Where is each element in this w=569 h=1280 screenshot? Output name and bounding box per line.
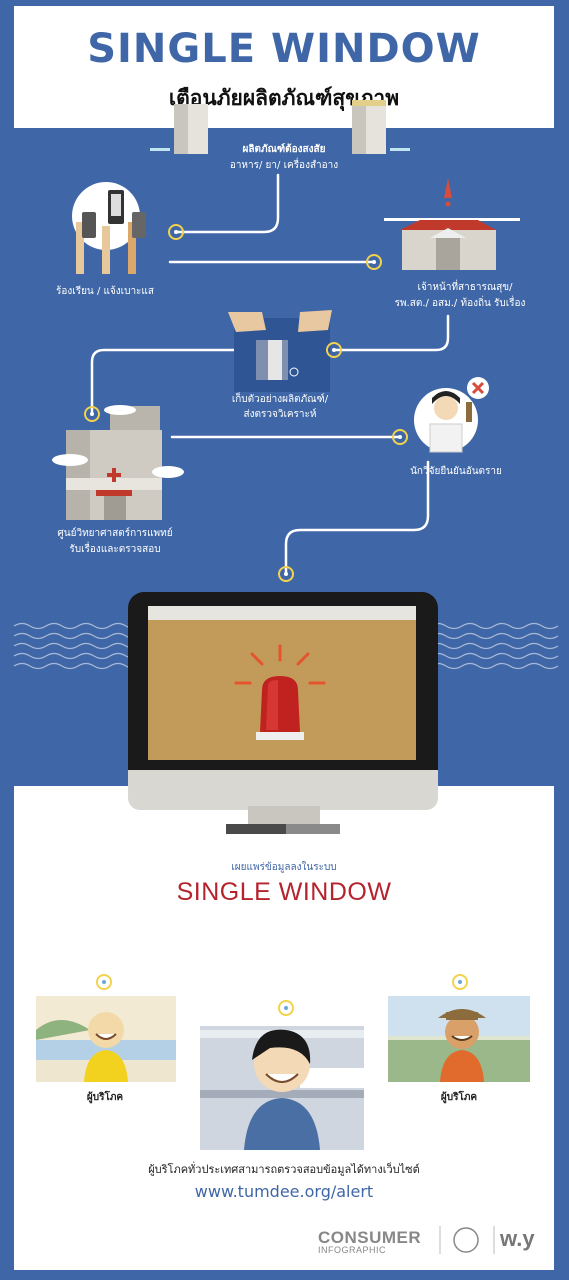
consumer-right-label: ผู้บริโภค xyxy=(440,1092,478,1103)
page-title: SINGLE WINDOW xyxy=(87,26,481,72)
seal-icon xyxy=(453,1227,479,1253)
footer-url[interactable]: www.tumdee.org/alert xyxy=(194,1182,374,1201)
flow-connectors xyxy=(90,173,462,1008)
node-ring xyxy=(96,974,112,990)
node-ring xyxy=(278,566,294,582)
broadcast-label: เผยแพร่ข้อมูลลงในระบบ xyxy=(231,862,337,873)
health-office-icon xyxy=(384,178,520,270)
footer-note: ผู้บริโภคทั่วประเทศสามารถตรวจสอบข้อมูลได… xyxy=(148,1163,420,1176)
lab-label-line1: ศูนย์วิทยาศาสตร์การแพทย์ xyxy=(57,528,173,539)
researcher-icon xyxy=(414,377,489,453)
broadcast-system-title: SINGLE WINDOW xyxy=(176,878,392,906)
node-ring xyxy=(366,254,382,270)
medical-center-icon xyxy=(52,405,184,520)
product-label: ผลิตภัณฑ์ต้องสงสัย xyxy=(242,144,326,155)
brand-line2: INFOGRAPHIC xyxy=(318,1245,387,1255)
product-types-label: อาหาร/ ยา/ เครื่องสำอาง xyxy=(229,160,339,171)
brand-line1: CONSUMER xyxy=(318,1228,422,1247)
consumer-left-label: ผู้บริโภค xyxy=(86,1092,124,1103)
footer-logo-separators xyxy=(439,1226,495,1254)
complaint-phones-icon xyxy=(72,182,146,274)
sample-label-line1: เก็บตัวอย่างผลิตภัณฑ์/ xyxy=(231,394,329,405)
lab-label-line2: รับเรื่องและตรวจสอบ xyxy=(69,544,161,555)
researcher-label: นักวิจัยยืนยันอันตราย xyxy=(410,466,502,477)
sample-collection-icon xyxy=(228,310,332,392)
partner-logo: w.y xyxy=(500,1226,535,1251)
product-bottles-icon xyxy=(150,100,410,154)
officer-label-line2: รพ.สต./ อสม./ ท้องถิ่น รับเรื่อง xyxy=(394,298,526,309)
node-ring xyxy=(278,1000,294,1016)
node-ring xyxy=(84,406,100,422)
complaint-label: ร้องเรียน / แจ้งเบาะแส xyxy=(56,286,154,297)
node-ring xyxy=(452,974,468,990)
node-ring xyxy=(392,429,408,445)
title-panel: SINGLE WINDOW เตือนภัยผลิตภัณฑ์สุขภาพ xyxy=(14,6,554,128)
sample-label-line2: ส่งตรวจวิเคราะห์ xyxy=(243,409,317,420)
consumer-left-image xyxy=(36,996,176,1082)
officer-label-line1: เจ้าหน้าที่สาธารณสุข/ xyxy=(417,282,513,293)
consumer-right-image xyxy=(388,996,530,1082)
monitor-icon xyxy=(128,592,438,834)
node-ring xyxy=(168,224,184,240)
consumer-center-image xyxy=(200,1026,364,1150)
node-ring xyxy=(326,342,342,358)
